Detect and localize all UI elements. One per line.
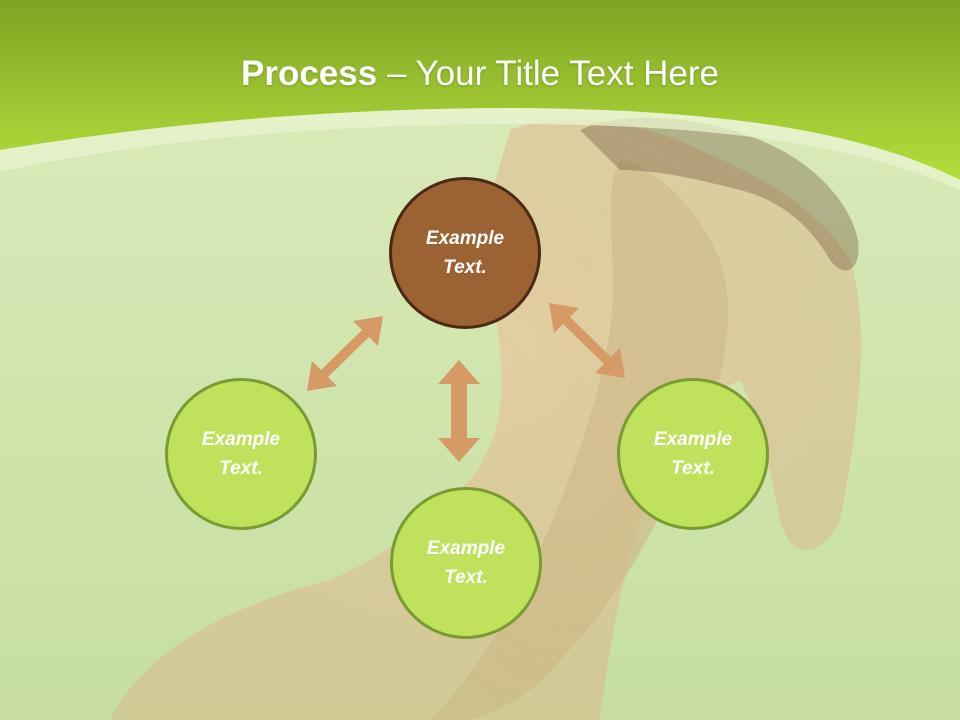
- node-text-line1: Example: [425, 228, 505, 249]
- photo-figure: [110, 117, 861, 720]
- node-text-line2: Text.: [219, 458, 263, 479]
- double-headed-arrow-icon: [307, 316, 383, 391]
- title-rest: – Your Title Text Here: [377, 54, 719, 93]
- double-headed-arrow-icon: [438, 360, 480, 462]
- title-bold: Process: [241, 54, 378, 93]
- double-headed-arrow-icon: [549, 303, 625, 378]
- node-text-line1: Example: [201, 429, 281, 450]
- node-text-line2: Text.: [444, 567, 488, 588]
- node-text-line1: Example: [653, 429, 733, 450]
- node-text-line1: Example: [426, 538, 506, 559]
- node-text-line2: Text.: [671, 458, 715, 479]
- node-text-line2: Text.: [443, 257, 487, 278]
- slide-title: Process – Your Title Text Here: [0, 50, 960, 98]
